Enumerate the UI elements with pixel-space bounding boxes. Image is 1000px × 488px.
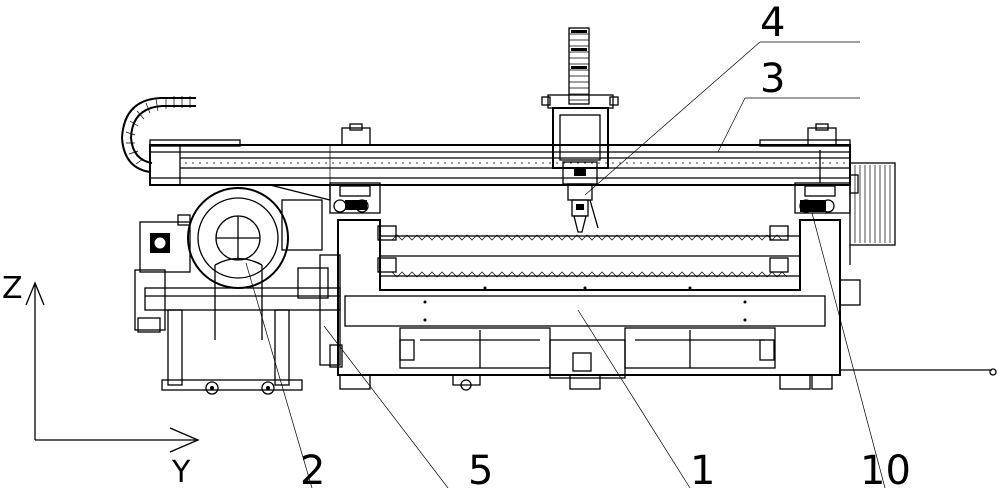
rotary-chuck xyxy=(187,187,329,340)
axis-indicator: Z Y xyxy=(2,271,200,488)
laser-head xyxy=(541,94,619,233)
vertical-drag-chain xyxy=(568,27,590,105)
worktable xyxy=(377,225,801,278)
leader-4 xyxy=(584,41,761,196)
leader-5 xyxy=(323,325,449,488)
gantry-beam xyxy=(149,139,851,205)
label-4: 4 xyxy=(760,0,785,46)
label-5: 5 xyxy=(468,448,493,488)
left-feeding-frame xyxy=(134,214,341,395)
leader-2 xyxy=(245,262,313,488)
leader-10 xyxy=(811,212,886,488)
label-3: 3 xyxy=(760,56,785,102)
leader-lines xyxy=(245,41,886,488)
leader-1 xyxy=(577,309,691,488)
y-axis-label: Y xyxy=(171,455,191,488)
left-drag-chain xyxy=(120,96,196,173)
left-gantry-support xyxy=(269,123,381,214)
leader-3 xyxy=(717,97,746,153)
y-axis-arrow xyxy=(169,427,200,453)
z-axis-arrow xyxy=(25,281,45,306)
right-fan-unit xyxy=(849,162,896,265)
z-axis-label: Z xyxy=(2,271,23,306)
label-1: 1 xyxy=(690,448,715,488)
label-2: 2 xyxy=(300,448,325,488)
label-10: 10 xyxy=(860,448,911,488)
